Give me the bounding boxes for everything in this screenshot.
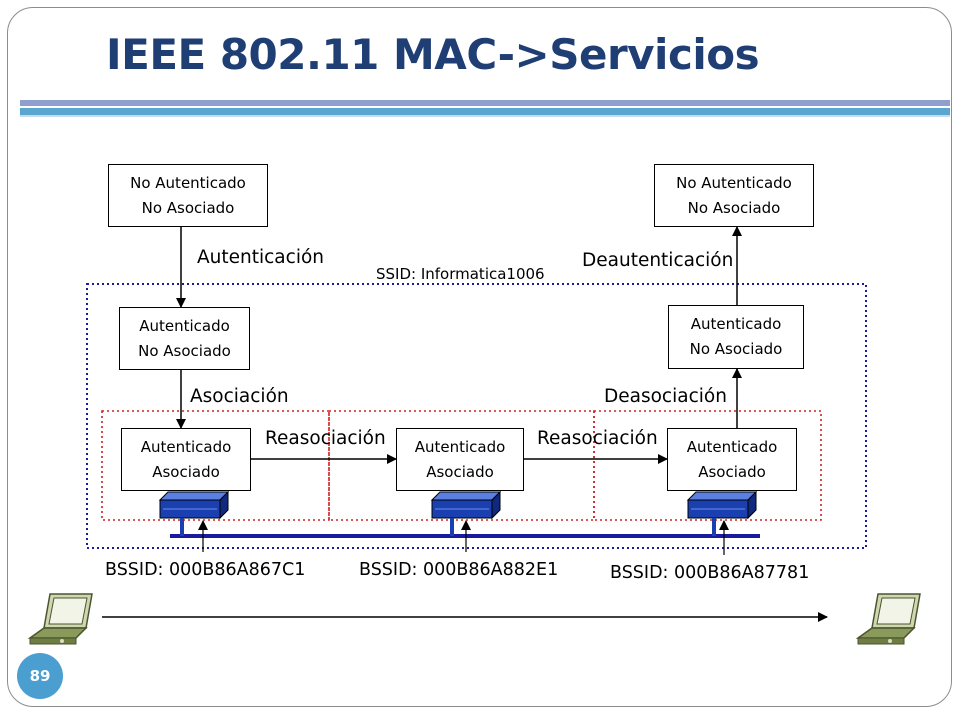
label-autenticacion: Autenticación	[197, 247, 324, 268]
label-deasociacion: Deasociación	[604, 386, 727, 407]
label-reasociacion-1: Reasociación	[265, 428, 386, 449]
state-line: Autenticado	[686, 437, 778, 456]
laptop-icon	[855, 593, 921, 645]
bssid-label-3: BSSID: 000B86A87781	[610, 563, 810, 583]
label-reasociacion-2: Reasociación	[537, 428, 658, 449]
state-ap3-associated: Autenticado Asociado	[667, 428, 797, 491]
state-ap1-associated: Autenticado Asociado	[121, 428, 251, 491]
title-divider	[20, 100, 950, 106]
state-right-unauth: No Autenticado No Asociado	[654, 164, 814, 227]
state-right-auth: Autenticado No Asociado	[668, 305, 804, 369]
page-number-badge: 89	[17, 653, 63, 699]
bssid-label-2: BSSID: 000B86A882E1	[359, 560, 559, 580]
ssid-label: SSID: Informatica1006	[376, 265, 545, 283]
state-line: No Asociado	[689, 340, 783, 358]
state-line: Autenticado	[414, 437, 506, 456]
access-point-icon	[686, 490, 758, 536]
state-left-auth: Autenticado No Asociado	[119, 307, 250, 370]
state-line: Asociado	[698, 462, 766, 481]
title-divider-accent	[20, 108, 950, 115]
ssid-boundary	[86, 283, 867, 549]
label-asociacion: Asociación	[190, 386, 289, 407]
state-line: No Asociado	[687, 198, 781, 217]
bss-cell-1	[101, 410, 330, 521]
state-line: Asociado	[426, 462, 494, 481]
state-line: Autenticado	[140, 437, 232, 456]
access-point-icon	[430, 490, 502, 536]
state-line: No Autenticado	[676, 173, 792, 192]
state-ap2-associated: Autenticado Asociado	[396, 428, 524, 491]
state-left-unauth: No Autenticado No Asociado	[108, 164, 268, 227]
state-line: Autenticado	[690, 315, 782, 333]
laptop-icon	[27, 593, 93, 645]
state-line: Autenticado	[139, 316, 230, 335]
state-line: No Autenticado	[130, 173, 246, 192]
title-divider-shadow	[20, 115, 950, 117]
state-line: No Asociado	[141, 198, 235, 217]
state-line: Asociado	[152, 462, 220, 481]
slide-title: IEEE 802.11 MAC->Servicios	[106, 30, 760, 79]
state-line: No Asociado	[138, 341, 231, 360]
bssid-label-1: BSSID: 000B86A867C1	[105, 560, 306, 580]
access-point-icon	[158, 490, 230, 536]
label-deautenticacion: Deautenticación	[582, 250, 734, 271]
bss-cell-3	[593, 410, 822, 521]
